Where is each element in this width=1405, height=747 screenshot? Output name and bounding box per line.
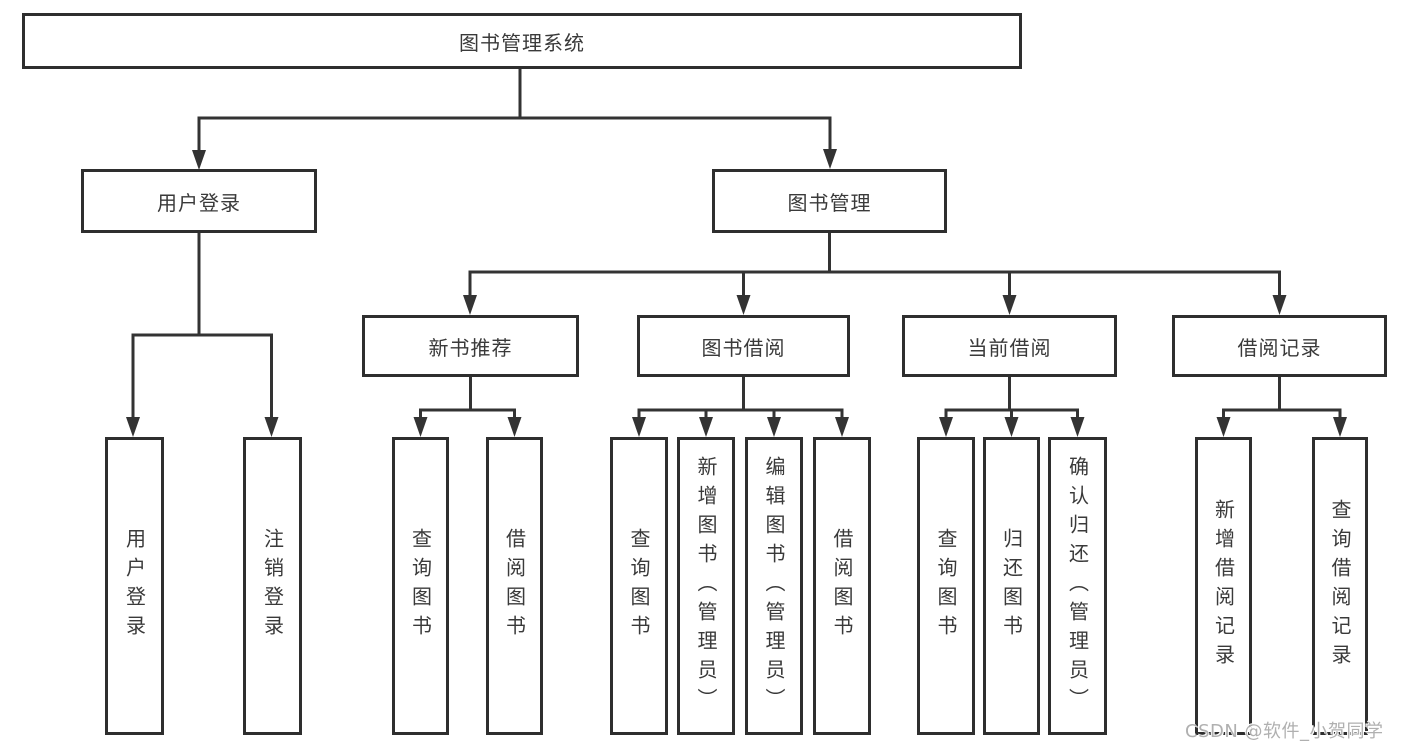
leaf-borrow-book-borrow: 借阅图书 [813, 437, 871, 735]
leaf-query-book-current-label: 查询图书 [934, 528, 958, 644]
leaf-query-borrow-record-label: 查询借阅记录 [1328, 499, 1352, 673]
node-root: 图书管理系统 [22, 13, 1022, 69]
watermark: CSDN @软件_小贺同学 [1185, 721, 1384, 742]
node-current-borrow-label: 当前借阅 [967, 335, 1052, 360]
connector-user-login-to-children [126, 229, 279, 437]
connector-book-borrow-to-children [632, 373, 849, 437]
leaf-user-login-label: 用户登录 [122, 528, 147, 644]
leaf-add-borrow-record-label: 新增借阅记录 [1211, 499, 1236, 673]
node-new-book-recommend-label: 新书推荐 [428, 335, 513, 360]
leaf-confirm-return-admin: 确认归还（管理员） [1048, 437, 1107, 735]
leaf-query-borrow-record: 查询借阅记录 [1312, 437, 1368, 735]
leaf-add-book-admin: 新增图书（管理员） [677, 437, 735, 735]
node-root-label: 图书管理系统 [459, 30, 585, 55]
leaf-logout: 注销登录 [243, 437, 302, 735]
leaf-borrow-book-recommend: 借阅图书 [486, 437, 543, 735]
leaf-return-book-label: 归还图书 [999, 528, 1024, 644]
leaf-edit-book-admin: 编辑图书（管理员） [745, 437, 803, 735]
node-user-login-label: 用户登录 [157, 190, 241, 215]
connector-borrow-record-to-children [1216, 373, 1347, 437]
leaf-return-book: 归还图书 [983, 437, 1040, 735]
leaf-user-login: 用户登录 [105, 437, 164, 735]
leaf-borrow-book-borrow-label: 借阅图书 [830, 528, 854, 644]
leaf-add-borrow-record: 新增借阅记录 [1195, 437, 1252, 735]
node-new-book-recommend: 新书推荐 [362, 315, 579, 377]
connector-root-to-level2 [192, 64, 837, 170]
connector-book-management-to-level3 [463, 228, 1287, 315]
leaf-query-book-borrow-label: 查询图书 [627, 528, 651, 644]
connector-current-borrow-to-children [939, 373, 1085, 437]
node-borrow-record: 借阅记录 [1172, 315, 1387, 377]
leaf-confirm-return-admin-label: 确认归还（管理员） [1065, 455, 1090, 717]
leaf-logout-label: 注销登录 [260, 528, 285, 644]
connector-new-book-recommend-to-children [413, 373, 522, 437]
leaf-query-book-current: 查询图书 [917, 437, 975, 735]
leaf-query-book-borrow: 查询图书 [610, 437, 668, 735]
node-book-borrow: 图书借阅 [637, 315, 850, 377]
node-book-management: 图书管理 [712, 169, 947, 233]
leaf-query-book-recommend-label: 查询图书 [408, 528, 433, 644]
leaf-borrow-book-recommend-label: 借阅图书 [502, 528, 527, 644]
node-book-management-label: 图书管理 [787, 190, 872, 215]
node-book-borrow-label: 图书借阅 [701, 335, 786, 360]
node-borrow-record-label: 借阅记录 [1237, 335, 1322, 360]
leaf-add-book-admin-label: 新增图书（管理员） [694, 455, 718, 717]
leaf-edit-book-admin-label: 编辑图书（管理员） [762, 455, 786, 717]
node-current-borrow: 当前借阅 [902, 315, 1117, 377]
leaf-query-book-recommend: 查询图书 [392, 437, 449, 735]
node-user-login: 用户登录 [81, 169, 317, 233]
